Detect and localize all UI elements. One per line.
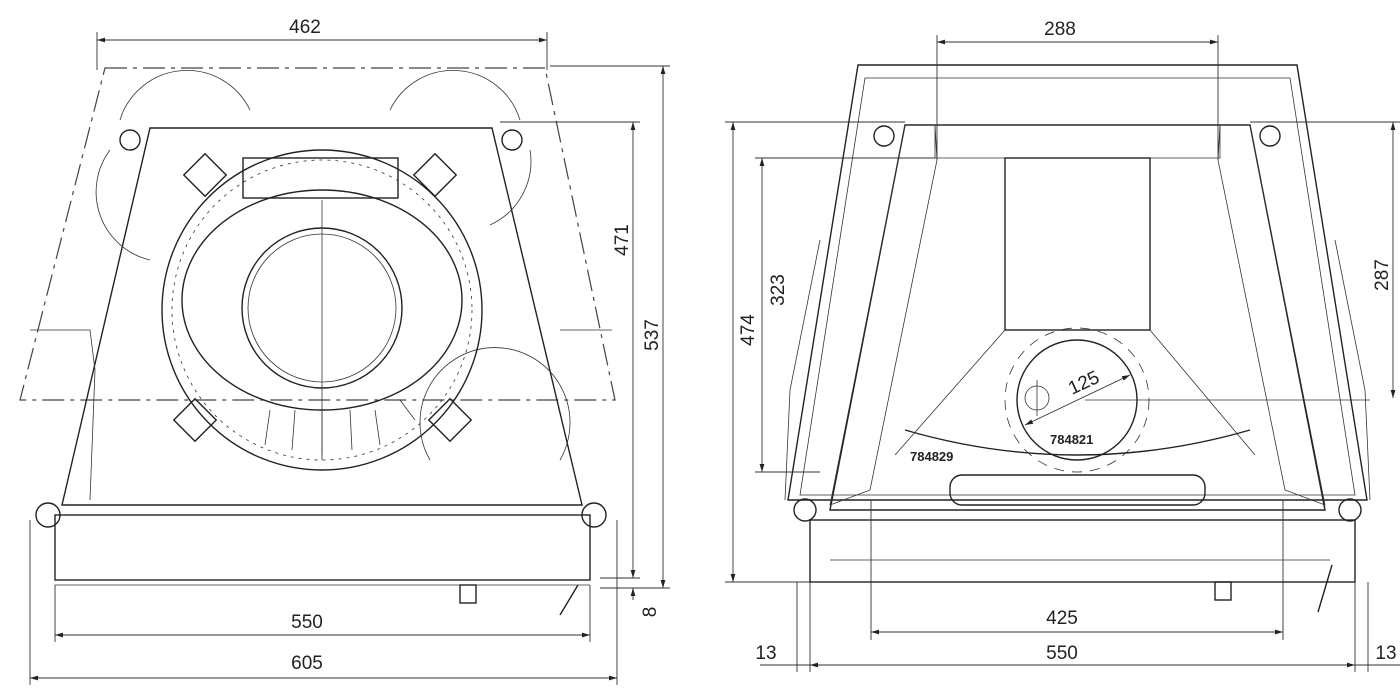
part-784821: 784821 [1050, 432, 1093, 447]
swing-arc [419, 347, 571, 461]
hinge-icon [1259, 125, 1281, 147]
dim-13-left: 13 [755, 643, 776, 664]
dim-550: 550 [291, 612, 323, 633]
handle [459, 584, 477, 604]
swing-arc [389, 70, 521, 121]
dim-323: 323 [768, 274, 789, 306]
dim-462: 462 [289, 17, 321, 38]
refractory-left [829, 124, 938, 506]
hinge-icon [501, 129, 523, 151]
dim-287: 287 [1372, 259, 1393, 291]
hinge-icon [119, 129, 141, 151]
base-frame [809, 519, 1356, 583]
front-dimensions: 462 471 537 8 550 605 [29, 17, 670, 685]
body-trapezoid [61, 127, 583, 506]
dim-288: 288 [1044, 19, 1076, 40]
refractory-top [934, 124, 1221, 159]
hood-outline [787, 64, 1368, 501]
swing-arc [95, 149, 151, 261]
side-dimensions: 288 287 474 323 425 13 550 13 [725, 19, 1400, 672]
dim-125: 125 [1065, 367, 1103, 399]
flue-flange [161, 149, 483, 471]
flue-cover [242, 157, 399, 199]
outer-hood-outline [19, 67, 616, 401]
dim-13-right: 13 [1375, 643, 1396, 664]
dim-425: 425 [1046, 608, 1078, 629]
back-panel [1004, 157, 1151, 331]
dim-474: 474 [738, 314, 759, 346]
dim-550-side: 550 [1046, 643, 1078, 664]
left-bracket [30, 329, 96, 501]
hinge-icon [793, 498, 817, 522]
side-view: 125 784821 784829 [784, 64, 1371, 613]
front-view [19, 67, 616, 616]
dim-605: 605 [291, 653, 323, 674]
swing-arc [489, 149, 532, 226]
hinge-icon [873, 125, 895, 147]
hinge-icon [1338, 498, 1362, 522]
firebox-outline [829, 124, 1326, 511]
refractory-right [1217, 124, 1326, 506]
dim-8: 8 [640, 607, 661, 618]
dim-471: 471 [612, 224, 633, 256]
swing-arc [119, 70, 251, 121]
base-plate [54, 514, 591, 581]
dim-537: 537 [642, 319, 663, 351]
part-784829: 784829 [910, 449, 953, 464]
air-slot [949, 474, 1206, 506]
handle [1214, 581, 1232, 601]
